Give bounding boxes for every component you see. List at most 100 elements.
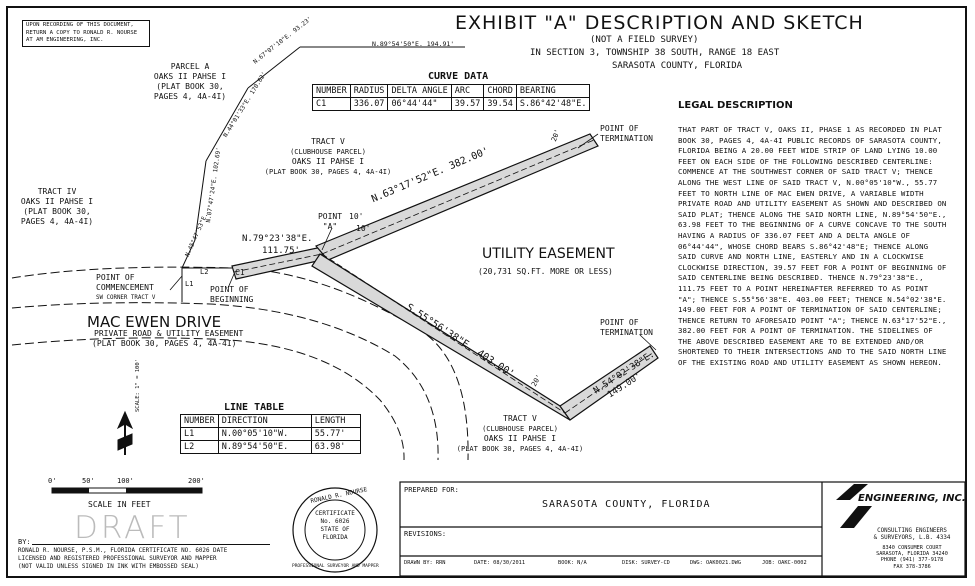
prepared-for-label: PREPARED FOR:: [404, 486, 459, 494]
county-line: SARASOTA COUNTY, FLORIDA: [612, 61, 743, 71]
table-header: NUMBER: [180, 414, 219, 428]
drawing-frame: [6, 6, 967, 578]
table-header-row: NUMBER RADIUS DELTA ANGLE ARC CHORD BEAR…: [312, 84, 591, 98]
client-name: SARASOTA COUNTY, FLORIDA: [542, 499, 711, 510]
signature-line: [32, 544, 270, 545]
centerline-1: [233, 253, 323, 273]
company-name: ENGINEERING, INC.: [858, 493, 966, 504]
line-l2-label: L2: [200, 268, 209, 276]
easement-area: (20,731 SQ.FT. MORE OR LESS): [478, 267, 613, 276]
revisions-label: REVISIONS:: [404, 530, 447, 538]
table-header: ARC: [450, 84, 485, 98]
surveyor-seal: [292, 487, 378, 573]
centerline-2: [321, 139, 595, 255]
point-of-commencement: POINT OF COMMENCEMENT: [96, 273, 154, 292]
signature-by: BY:: [18, 538, 31, 546]
boundary-line-3: [194, 160, 207, 241]
company-address: 8340 CONSUMER COURT SARASOTA, FLORIDA 34…: [876, 545, 948, 570]
road-outer-edge: [11, 337, 405, 461]
job-number: JOB: OAKC-0002: [762, 560, 807, 566]
table-header: DELTA ANGLE: [387, 84, 452, 98]
line-table-title: LINE TABLE: [224, 402, 285, 413]
road-name: MAC EWEN DRIVE: [87, 313, 222, 331]
road-type: PRIVATE ROAD & UTILITY EASEMENT: [94, 329, 244, 338]
scale-tick-0: 0': [48, 477, 57, 485]
bearing-north-line: N.89°54'50"E. 194.91': [372, 40, 455, 48]
table-header: LENGTH: [310, 414, 361, 428]
termination-top-leader: [577, 133, 599, 149]
scale-tick-200: 200': [188, 477, 205, 485]
return-note-line: UPON RECORDING OF THIS DOCUMENT,: [26, 22, 134, 28]
tract-v-bottom-label: TRACT V (CLUBHOUSE PARCEL) OAKS II PAHSE…: [456, 414, 584, 453]
tract-v-top-label: TRACT V (CLUBHOUSE PARCEL) OAKS II PAHSE…: [264, 137, 392, 176]
seal-center-text: CERTIFICATE No. 6026 STATE OF FLORIDA: [315, 510, 355, 541]
centerline-3: [321, 253, 566, 414]
commencement-leader: [169, 275, 183, 291]
bearing-5-length: 111.75': [262, 246, 300, 256]
seal-bottom-text: PROFESSIONAL SURVEYOR AND MAPPER: [292, 564, 379, 569]
disk-number: DISK: SURVEY-CD: [622, 560, 670, 566]
width-dim-b: 10': [356, 224, 371, 233]
table-cell: S.86°42'48"E.: [515, 97, 591, 111]
scale-tick-50: 50': [82, 477, 95, 485]
curve-table: NUMBER RADIUS DELTA ANGLE ARC CHORD BEAR…: [312, 84, 591, 111]
company-subtitle: CONSULTING ENGINEERS & SURVEYORS, L.B. 4…: [873, 528, 951, 541]
drawn-by: DRAWN BY: RRN: [404, 560, 446, 566]
table-cell: C1: [312, 97, 351, 111]
parcel-a-label: PARCEL A OAKS II PAHSE I (PLAT BOOK 30, …: [153, 62, 227, 101]
surveyor-credentials: RONALD R. NOURSE, P.S.M., FLORIDA CERTIF…: [18, 548, 228, 570]
table-header: RADIUS: [349, 84, 389, 98]
scale-label: SCALE IN FEET: [88, 500, 151, 509]
table-header: NUMBER: [312, 84, 351, 98]
table-row: L2 N.89°54'50"E. 63.98': [180, 440, 361, 454]
termination-right-leader: [639, 334, 657, 351]
line-l1-label: L1: [185, 280, 194, 288]
drawing-date: DATE: 08/30/2011: [474, 560, 526, 566]
table-cell: L2: [180, 440, 219, 454]
point-of-termination-right: POINT OF TERMINATION: [600, 318, 653, 337]
table-header-row: NUMBER DIRECTION LENGTH: [180, 414, 361, 428]
point-a-label: POINT "A": [317, 212, 343, 231]
tract-iv-label: TRACT IV OAKS II PAHSE I (PLAT BOOK 30, …: [20, 187, 94, 226]
point-of-beginning: POINT OF BEGINNING: [210, 285, 254, 304]
table-row: L1 N.00°05'10"W. 55.77': [180, 427, 361, 441]
dwg-file: DWG: OAK0021.DWG: [690, 560, 742, 566]
curve-c1-label: C1: [235, 268, 245, 277]
beginning-leader: [227, 273, 235, 289]
table-cell: 63.98': [310, 440, 361, 454]
table-header: DIRECTION: [217, 414, 312, 428]
table-header: BEARING: [515, 84, 591, 98]
width-dim-a: 10': [349, 212, 364, 221]
road-south-edge: [11, 302, 439, 461]
title-block-grid: [399, 481, 966, 577]
table-cell: 39.57: [450, 97, 485, 111]
return-note-box: UPON RECORDING OF THIS DOCUMENT, RETURN …: [22, 20, 150, 47]
company-logo-mark: [836, 484, 872, 528]
curve-table-title: CURVE DATA: [428, 71, 489, 82]
draft-watermark: DRAFT: [74, 510, 191, 546]
boundary-line-4: [181, 239, 196, 269]
vertical-scale-note: SCALE: 1" = 100': [135, 359, 141, 412]
table-row: C1 336.07 06°44'44" 39.57 39.54 S.86°42'…: [312, 97, 591, 111]
sw-corner-tract-v: SW CORNER TRACT V: [96, 295, 156, 301]
utility-easement-title: UTILITY EASEMENT: [482, 246, 615, 262]
legal-description-title: LEGAL DESCRIPTION: [678, 100, 793, 111]
easement-strip-4: [559, 345, 659, 421]
exhibit-title: EXHIBIT "A" DESCRIPTION AND SKETCH: [455, 12, 864, 34]
road-north-edge: [11, 266, 469, 461]
boundary-line-2: [205, 87, 249, 162]
legal-description-text: THAT PART OF TRACT V, OAKS II, PHASE 1 A…: [678, 125, 947, 368]
table-cell: N.00°05'10"W.: [217, 427, 312, 441]
point-a-leader: [321, 227, 333, 251]
graphic-scale: [51, 487, 203, 494]
easement-strip-3: [311, 253, 571, 421]
table-cell: 55.77': [310, 427, 361, 441]
return-note-line: AT AM ENGINEERING, INC.: [26, 37, 104, 44]
north-arrow: [116, 410, 134, 455]
boundary-line-1: [247, 46, 301, 89]
bearing-5: N.79°23'38"E.: [242, 234, 313, 244]
table-cell: L1: [180, 427, 219, 441]
table-cell: 39.54: [483, 97, 517, 111]
road-plat: (PLAT BOOK 30, PAGES 4, 4A-4I): [92, 339, 237, 348]
